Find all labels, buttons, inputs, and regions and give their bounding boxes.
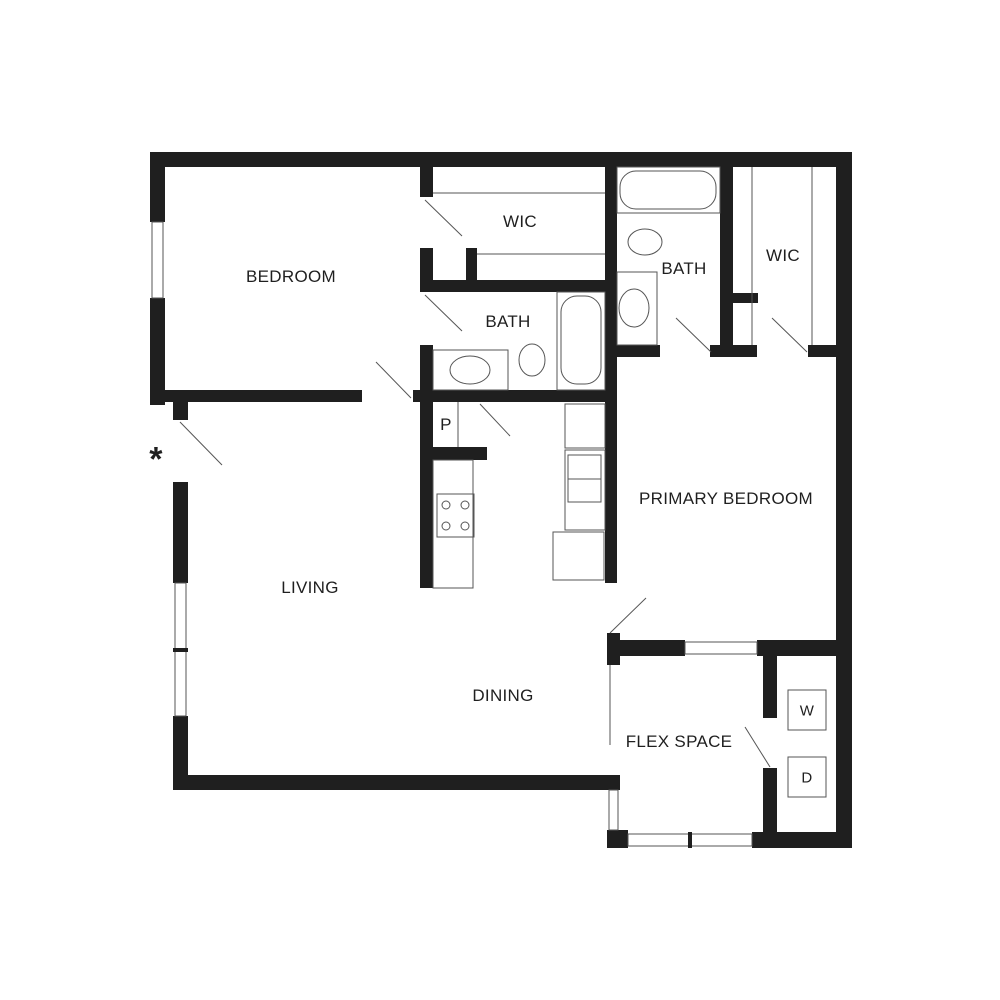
door-wic2: [771, 317, 808, 353]
door-pantry: [479, 403, 511, 437]
bathtub-2: [616, 166, 721, 214]
room-label-wic-1: WIC: [503, 212, 537, 231]
dryer: [787, 756, 827, 798]
room-label-wic-2: WIC: [766, 246, 800, 265]
door-entry: [179, 421, 223, 466]
room-label-bath-2: BATH: [661, 259, 707, 278]
wall-primary-left: [605, 167, 617, 583]
window-bedroom: [151, 221, 164, 299]
door-bath1: [424, 294, 463, 332]
room-label-bath-1: BATH: [485, 312, 531, 331]
wall-kitchen-top: [413, 390, 617, 402]
door-bedroom: [375, 361, 412, 399]
vanity-2: [616, 271, 658, 346]
wall-wic2-stub: [733, 293, 758, 303]
room-label-bedroom: BEDROOM: [246, 267, 336, 286]
fridge: [564, 403, 606, 449]
windows: [151, 221, 758, 848]
wall-flex-corner: [607, 830, 628, 848]
room-label-pantry: P: [440, 415, 452, 434]
dishwasher: [552, 531, 605, 581]
counter-right: [564, 449, 606, 531]
wall-flex-stub: [607, 633, 620, 665]
vanity-1: [432, 349, 509, 391]
bathtub-1: [556, 291, 606, 391]
wall-bedroom-bottom: [150, 390, 362, 402]
wall-bath2-bottom-b: [710, 345, 757, 357]
fixtures: [432, 166, 827, 798]
room-label-flex-space: FLEX SPACE: [625, 732, 733, 751]
wall-pantry-bottom: [433, 447, 487, 460]
door-laundry: [744, 726, 771, 768]
wall-wic-left-lower: [420, 248, 433, 292]
wall-wic-stub: [466, 248, 477, 280]
wall-kitchen-left: [420, 345, 433, 588]
sink-2: [618, 288, 650, 328]
door-wic1: [424, 199, 463, 237]
walls: [150, 152, 852, 848]
sink-1: [449, 355, 491, 385]
wall-top: [150, 152, 852, 167]
stove: [436, 493, 475, 538]
wall-wic-left-upper: [420, 167, 433, 197]
wall-flex-top-right: [757, 640, 852, 656]
wall-wic2-left: [720, 167, 733, 357]
wall-laundry-lower: [763, 768, 777, 838]
wall-right: [836, 152, 852, 848]
dryer-label: D: [801, 769, 813, 787]
entry-marker: *: [149, 440, 163, 479]
washer: [787, 689, 827, 731]
wall-laundry-upper: [763, 656, 777, 718]
room-label-primary-bedroom: PRIMARY BEDROOM: [639, 489, 813, 508]
doors: [179, 199, 808, 768]
door-primary: [609, 597, 647, 634]
toilet-1: [518, 343, 546, 377]
window-mullion: [173, 648, 188, 652]
wall-entry-stub: [173, 402, 188, 420]
window-mullion-bottom: [688, 832, 692, 848]
washer-label: W: [799, 702, 815, 720]
wall-living-left-lower: [173, 716, 188, 790]
wall-bottom: [173, 775, 620, 790]
wall-bath2-bottom-a: [617, 345, 660, 357]
room-label-living: LIVING: [281, 578, 339, 597]
wall-wic2-bottom: [808, 345, 836, 357]
wall-bath-top: [420, 280, 617, 292]
door-bath2: [675, 317, 712, 353]
wall-living-left-upper: [173, 482, 188, 583]
wall-bedroom-left-lower: [150, 298, 165, 405]
window-flex-left: [608, 789, 619, 831]
counter-left: [432, 459, 474, 589]
wall-flex-top-left: [607, 640, 685, 656]
room-label-dining: DINING: [472, 686, 534, 705]
window-flex-top: [684, 641, 758, 655]
wall-bedroom-left-upper: [150, 152, 165, 222]
toilet-2: [627, 228, 663, 256]
